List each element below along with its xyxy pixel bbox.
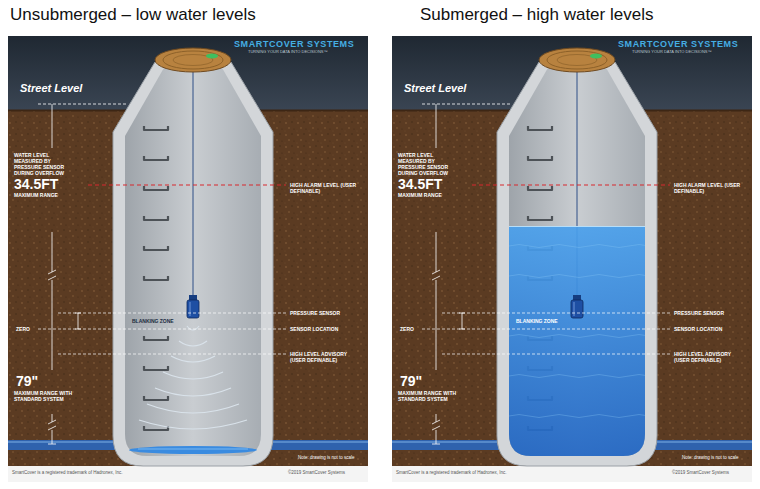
blanking-zone-label: BLANKING ZONE xyxy=(516,318,570,324)
manhole-panel: Submerged – high water levels xyxy=(392,4,752,482)
sensor-label: PRESSURE SENSOR xyxy=(290,310,362,316)
manhole-panel: Unsubmerged – low water levels xyxy=(8,4,368,482)
alarm-level-label: HIGH ALARM LEVEL (USER DEFINABLE) xyxy=(290,182,362,194)
range-value: 79" xyxy=(16,374,76,389)
scale-note: Note: drawing is not to scale xyxy=(682,455,750,460)
range-caption: MAXIMUM RANGE xyxy=(398,192,462,198)
panel-heading: Unsubmerged – low water levels xyxy=(8,4,368,26)
range-value: 79" xyxy=(400,374,460,389)
advisory-level-label: HIGH LEVEL ADVISORY (USER DEFINABLE) xyxy=(674,351,746,363)
water-fill xyxy=(502,226,652,466)
range-caption: MAXIMUM RANGE WITH STANDARD SYSTEM xyxy=(14,390,78,402)
range-caption: MAXIMUM RANGE WITH STANDARD SYSTEM xyxy=(398,390,462,402)
unsubmerged-panel-art xyxy=(8,36,368,482)
range-value: 34.5FT xyxy=(398,177,462,192)
range-description: WATER LEVEL MEASURED BY PRESSURE SENSOR … xyxy=(398,152,462,176)
zero-label: ZERO xyxy=(400,326,420,332)
zero-label: ZERO xyxy=(16,326,36,332)
sensor-location-label: SENSOR LOCATION xyxy=(674,326,746,332)
trademark-note: SmartCover is a registered trademark of … xyxy=(12,470,212,475)
sonar-waves xyxy=(139,326,247,429)
submerged-panel-art xyxy=(392,36,752,482)
range-value: 34.5FT xyxy=(14,177,78,192)
sensor-label: PRESSURE SENSOR xyxy=(674,310,746,316)
brand-logo: SMARTCOVER SYSTEMS xyxy=(234,39,366,49)
range-description: WATER LEVEL MEASURED BY PRESSURE SENSOR … xyxy=(14,152,78,176)
brand-tagline: TURNING YOUR DATA INTO DECISIONS™ xyxy=(632,49,750,54)
copyright-note: ©2019 SmartCover Systems xyxy=(672,470,750,475)
street-level-label: Street Level xyxy=(404,82,494,95)
alarm-level-label: HIGH ALARM LEVEL (USER DEFINABLE) xyxy=(674,182,746,194)
blanking-zone-label: BLANKING ZONE xyxy=(132,318,186,324)
trademark-note: SmartCover is a registered trademark of … xyxy=(396,470,596,475)
sensor-location-label: SENSOR LOCATION xyxy=(290,326,362,332)
range-caption: MAXIMUM RANGE xyxy=(14,192,78,198)
scale-note: Note: drawing is not to scale xyxy=(298,455,366,460)
brand-logo: SMARTCOVER SYSTEMS xyxy=(618,39,750,49)
advisory-level-label: HIGH LEVEL ADVISORY (USER DEFINABLE) xyxy=(290,351,362,363)
copyright-note: ©2019 SmartCover Systems xyxy=(288,470,366,475)
street-level-label: Street Level xyxy=(20,82,110,95)
panel-heading: Submerged – high water levels xyxy=(392,4,752,26)
brand-tagline: TURNING YOUR DATA INTO DECISIONS™ xyxy=(248,49,366,54)
